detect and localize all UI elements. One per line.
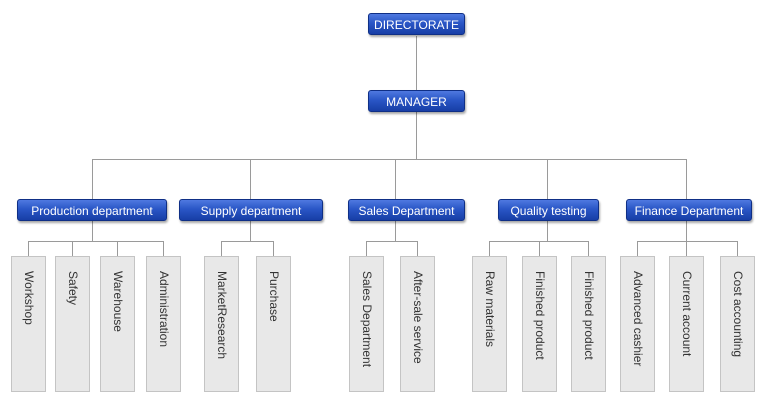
node-quality-testing: Quality testing (498, 199, 599, 221)
leaf-marketresearch: MarketResearch (204, 256, 239, 392)
leaf-label: Warehouse (110, 271, 125, 332)
leaf-label: Finished product (581, 271, 596, 360)
leaf-label: Sales Department (359, 271, 374, 368)
leaf-safety: Safety (55, 256, 90, 392)
node-sales-department: Sales Department (348, 199, 465, 221)
leaf-label: Current account (679, 271, 694, 357)
leaf-label: Purchase (266, 271, 281, 322)
node-production-department: Production department (17, 199, 167, 221)
leaf-label: Administration (156, 271, 171, 348)
leaf-label: MarketResearch (214, 271, 229, 360)
leaf-cost-accounting: Cost accounting (720, 256, 755, 392)
leaf-purchase: Purchase (256, 256, 291, 392)
leaf-workshop: Workshop (11, 256, 46, 392)
leaf-label: Finished product (532, 271, 547, 360)
node-manager: MANAGER (368, 90, 465, 112)
leaf-label: Cost accounting (730, 271, 745, 358)
node-finance-department: Finance Department (626, 199, 752, 221)
leaf-finished-product-2: Finished product (571, 256, 606, 392)
leaf-label: Safety (65, 271, 80, 306)
leaf-label: Workshop (21, 271, 36, 325)
leaf-label: Raw materials (482, 271, 497, 348)
leaf-sales-department: Sales Department (349, 256, 384, 392)
leaf-raw-materials: Raw materials (472, 256, 507, 392)
node-directorate: DIRECTORATE (368, 13, 465, 35)
leaf-administration: Administration (146, 256, 181, 392)
leaf-label: After-sale service (410, 271, 425, 364)
leaf-after-sale-service: After-sale service (400, 256, 435, 392)
leaf-advanced-cashier: Advanced cashier (620, 256, 655, 392)
leaf-label: Advanced cashier (630, 271, 645, 367)
leaf-finished-product-1: Finished product (522, 256, 557, 392)
leaf-current-account: Current account (669, 256, 704, 392)
node-supply-department: Supply department (179, 199, 323, 221)
leaf-warehouse: Warehouse (100, 256, 135, 392)
